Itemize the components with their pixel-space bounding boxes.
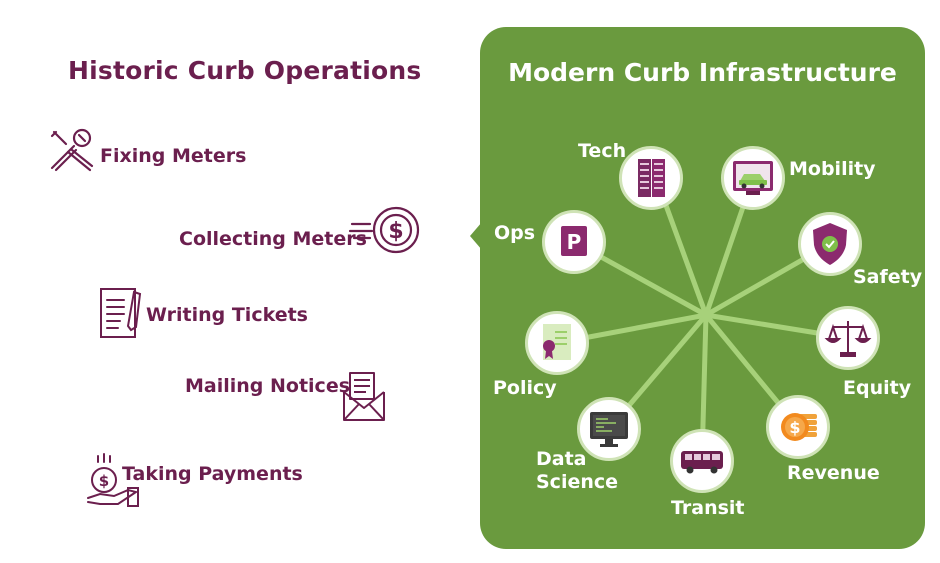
coin-icon: $ [348, 204, 420, 260]
ticket-icon [98, 286, 142, 346]
label-tech: Tech [578, 140, 627, 162]
label-transit: Transit [671, 497, 745, 519]
monitor-icon [590, 412, 628, 447]
node-safety [798, 212, 862, 276]
task-taking-payments: Taking Payments [122, 463, 303, 485]
certificate-icon [543, 324, 571, 360]
svg-text:$: $ [789, 418, 800, 437]
panel-pointer [470, 222, 482, 250]
car-charging-icon [733, 161, 773, 195]
task-mailing-notices: Mailing Notices [185, 375, 351, 397]
server-icon [638, 159, 665, 197]
tools-icon [46, 124, 98, 180]
label-revenue: Revenue [787, 462, 880, 484]
envelope-icon [342, 370, 386, 428]
parking-icon: P [561, 226, 587, 256]
svg-text:$: $ [99, 472, 109, 490]
label-safety: Safety [853, 266, 923, 288]
task-writing-tickets: Writing Tickets [146, 304, 308, 326]
label-policy: Policy [493, 377, 557, 399]
label-ops: Ops [494, 222, 536, 244]
scales-icon [824, 321, 872, 357]
task-collecting-meters: Collecting Meters [179, 228, 367, 250]
label-mobility: Mobility [789, 158, 876, 180]
node-data-science [577, 397, 641, 461]
svg-text:P: P [567, 230, 582, 254]
node-ops: P [542, 210, 606, 274]
coins-icon: $ [781, 413, 817, 441]
node-mobility [721, 146, 785, 210]
node-revenue: $ [766, 395, 830, 459]
label-equity: Equity [843, 377, 912, 399]
node-equity [816, 306, 880, 370]
modern-title: Modern Curb Infrastructure [508, 58, 897, 87]
payment-icon: $ [84, 452, 142, 514]
label-data-science: Data Science [536, 448, 619, 493]
bus-icon [681, 451, 723, 474]
node-tech [619, 146, 683, 210]
task-fixing-meters: Fixing Meters [100, 145, 247, 167]
svg-text:$: $ [388, 219, 403, 244]
historic-title: Historic Curb Operations [68, 56, 422, 85]
shield-icon [813, 223, 847, 265]
node-policy [525, 311, 589, 375]
node-transit [670, 429, 734, 493]
